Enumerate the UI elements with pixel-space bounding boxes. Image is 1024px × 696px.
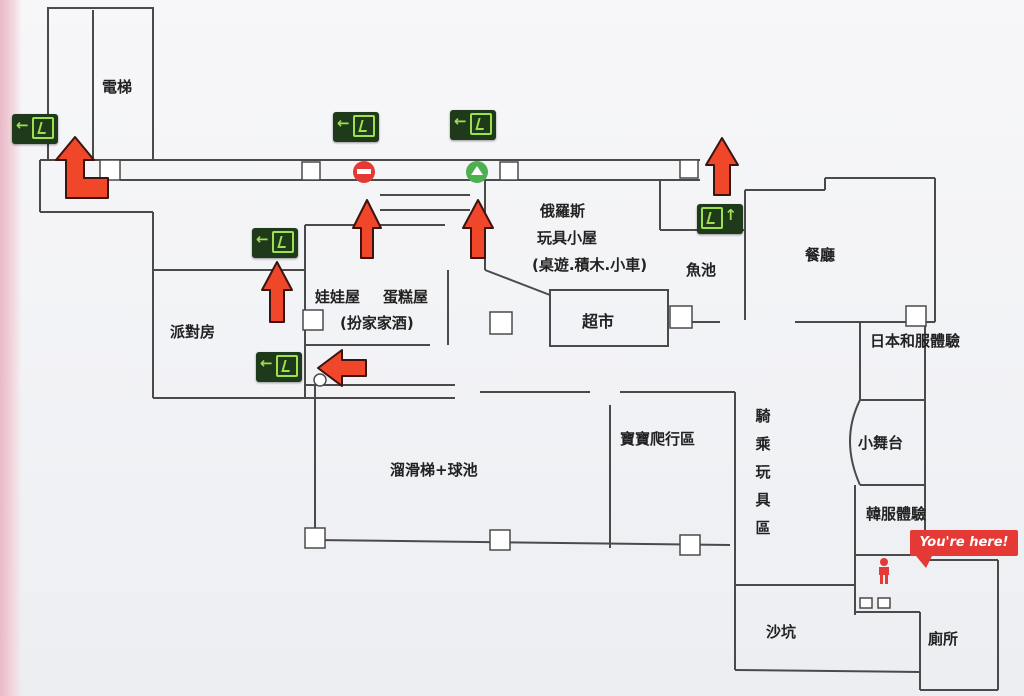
room-pretend-play-note: (扮家家酒) — [340, 314, 414, 332]
exit-sign: ← — [12, 114, 58, 144]
room-fish-pond: 魚池 — [686, 261, 717, 279]
room-restaurant: 餐廳 — [805, 246, 836, 264]
room-elevator: 電梯 — [102, 78, 133, 96]
elevator-wall — [47, 7, 154, 161]
arrow-up-2 — [462, 199, 494, 259]
exit-sign: ↑ — [697, 204, 743, 234]
room-small-stage: 小舞台 — [858, 434, 904, 452]
arrow-up-3 — [261, 261, 293, 323]
room-toilet: 廁所 — [928, 630, 959, 648]
arrow-up-1 — [352, 199, 382, 259]
room-russian-house-note: (桌遊.積木.小車) — [532, 256, 648, 274]
room-sandpit: 沙坑 — [766, 623, 797, 641]
exit-sign: ← — [333, 112, 379, 142]
room-doll-house: 娃娃屋 — [315, 288, 361, 306]
room-cake-house: 蛋糕屋 — [383, 288, 429, 306]
arrow-left — [317, 349, 367, 387]
supermarket-wall — [549, 289, 669, 347]
arrow-up-left — [55, 136, 109, 199]
room-kimono: 日本和服體驗 — [870, 332, 961, 350]
room-hanbok: 韓服體驗 — [866, 505, 927, 523]
you-are-here-marker: You're here! — [910, 530, 1018, 568]
room-baby-crawl: 寶寶爬行區 — [620, 430, 696, 448]
exit-sign: ← — [252, 228, 298, 258]
page-edge — [0, 0, 22, 696]
arrow-up-4 — [705, 137, 739, 196]
room-supermarket: 超市 — [582, 312, 615, 331]
exit-sign: ← — [450, 110, 496, 140]
room-party-room: 派對房 — [170, 323, 216, 341]
person-icon — [879, 558, 889, 584]
exit-sign: ← — [256, 352, 302, 382]
room-russian-house-line1: 俄羅斯 — [540, 202, 586, 220]
room-russian-house-line2: 玩具小屋 — [537, 229, 598, 247]
room-ride-toys: 騎乘玩具區 — [755, 407, 771, 537]
room-slide-ball-pool: 溜滑梯+球池 — [390, 461, 478, 479]
